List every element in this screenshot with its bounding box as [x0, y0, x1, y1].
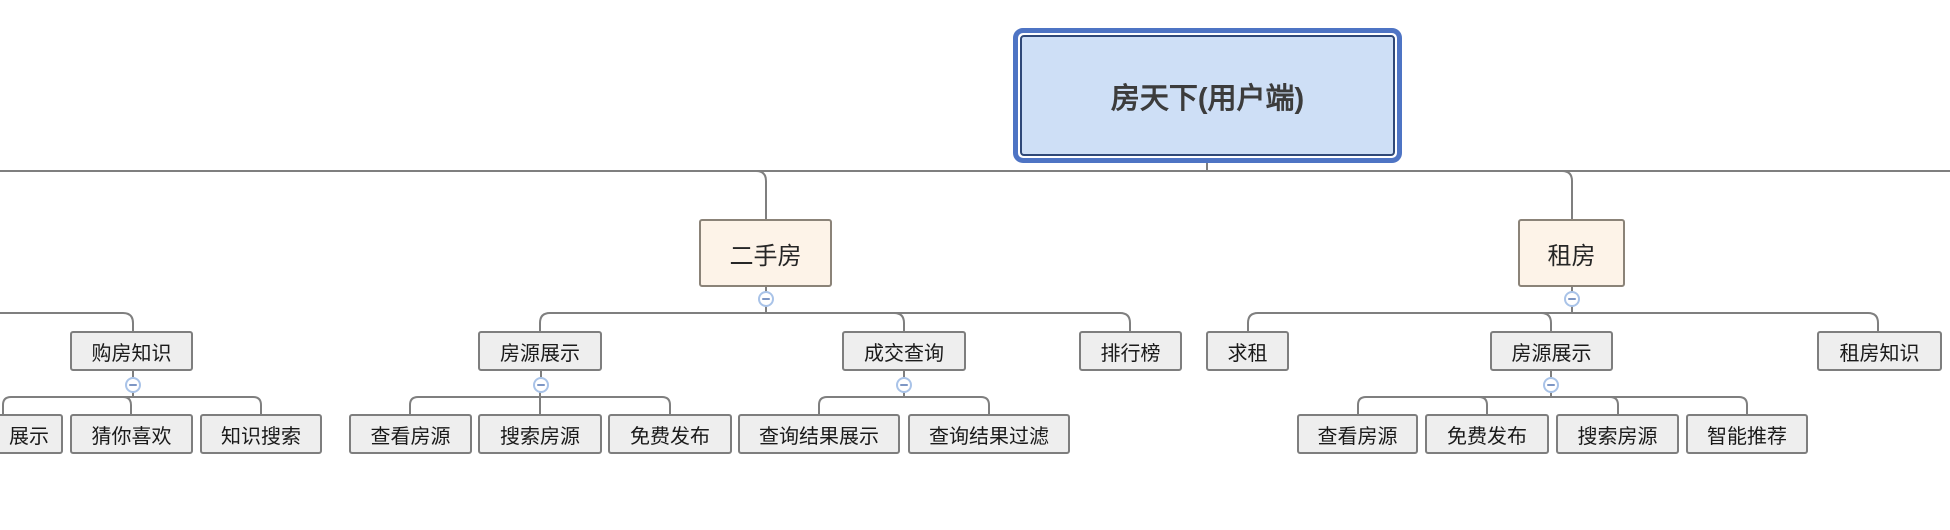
collapse-minus-icon-fangyuan-zhanshi-left[interactable]: [533, 377, 549, 393]
collapse-minus-icon-zufang[interactable]: [1564, 291, 1580, 307]
node-fangyuan-zhanshi-left[interactable]: 房源展示: [478, 331, 602, 371]
node-qiuzu[interactable]: 求租: [1206, 331, 1289, 371]
node-ershoufang[interactable]: 二手房: [699, 219, 832, 287]
node-chakan-fangyuan-right[interactable]: 查看房源: [1297, 414, 1418, 454]
minus-icon: [537, 384, 545, 386]
collapse-minus-icon-ershoufang[interactable]: [758, 291, 774, 307]
node-sousuo-fangyuan-right[interactable]: 搜索房源: [1556, 414, 1679, 454]
minus-icon: [900, 384, 908, 386]
root-topic[interactable]: 房天下(用户端): [1013, 28, 1402, 163]
node-zufang-zhishi[interactable]: 租房知识: [1817, 331, 1942, 371]
node-chaxun-jieguo-guolv[interactable]: 查询结果过滤: [908, 414, 1070, 454]
collapse-minus-icon-fangyuan-zhanshi-right[interactable]: [1543, 377, 1559, 393]
node-mianfei-fabu-right[interactable]: 免费发布: [1425, 414, 1549, 454]
node-paihangbang[interactable]: 排行榜: [1079, 331, 1182, 371]
node-zhishi-sousuo[interactable]: 知识搜索: [200, 414, 322, 454]
node-mianfei-fabu-left[interactable]: 免费发布: [608, 414, 732, 454]
node-goufang-zhishi[interactable]: 购房知识: [70, 331, 193, 371]
node-zhanshi-partial[interactable]: 展示: [0, 414, 63, 454]
node-zufang[interactable]: 租房: [1518, 219, 1625, 287]
node-sousuo-fangyuan-left[interactable]: 搜索房源: [478, 414, 602, 454]
node-chengjiao-chaxun[interactable]: 成交查询: [842, 331, 966, 371]
minus-icon: [129, 384, 137, 386]
minus-icon: [1568, 298, 1576, 300]
minus-icon: [1547, 384, 1555, 386]
collapse-minus-icon-chengjiao-chaxun[interactable]: [896, 377, 912, 393]
root-topic-label: 房天下(用户端): [1020, 35, 1395, 156]
node-chaxun-jieguo-zhanshi[interactable]: 查询结果展示: [738, 414, 900, 454]
node-fangyuan-zhanshi-right[interactable]: 房源展示: [1490, 331, 1613, 371]
node-cai-ni-xihuan[interactable]: 猜你喜欢: [70, 414, 193, 454]
node-zhineng-tuijian[interactable]: 智能推荐: [1686, 414, 1808, 454]
minus-icon: [762, 298, 770, 300]
collapse-minus-icon-goufang-zhishi[interactable]: [125, 377, 141, 393]
node-chakan-fangyuan-left[interactable]: 查看房源: [349, 414, 472, 454]
